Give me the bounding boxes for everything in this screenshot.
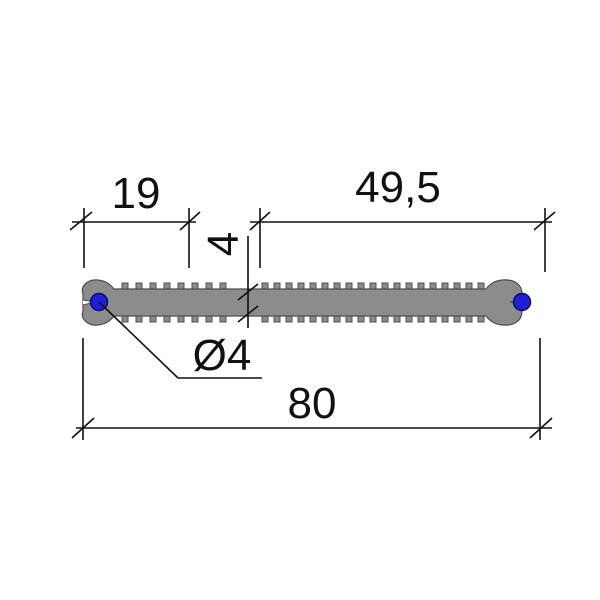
dimension-label-diameter-4: Ø4 xyxy=(193,331,252,380)
ribs-top xyxy=(121,282,485,291)
dimension-label-80: 80 xyxy=(288,379,337,428)
dimension-total-width: 80 xyxy=(71,338,553,440)
waterstop-profile xyxy=(81,279,532,326)
right-bulb-icon xyxy=(512,292,532,312)
dimension-label-4: 4 xyxy=(199,232,248,256)
dimension-label-19: 19 xyxy=(112,169,161,218)
dimension-left-segment: 19 xyxy=(69,169,201,268)
dimension-right-segment: 49,5 xyxy=(249,163,556,272)
dimension-bulb-diameter: Ø4 xyxy=(98,301,262,380)
dimension-thickness: 4 xyxy=(199,232,259,328)
dimension-label-49-5: 49,5 xyxy=(355,163,441,212)
